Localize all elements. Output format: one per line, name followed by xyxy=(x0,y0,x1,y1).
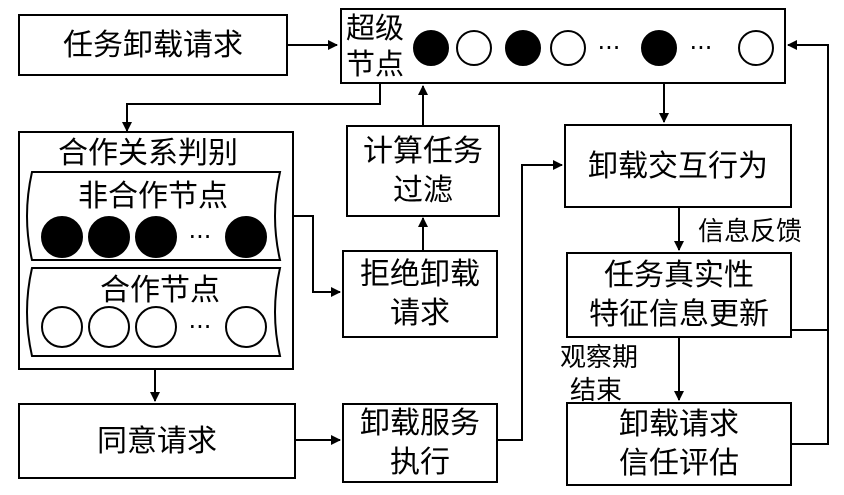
ellipsis: ··· xyxy=(690,34,713,62)
offload-request-box: 任务卸载请求 xyxy=(18,14,288,76)
observe-line1: 观察期 xyxy=(560,343,639,373)
ellipsis: ··· xyxy=(189,223,212,251)
eval-line1: 卸载请求 xyxy=(619,407,739,442)
super-node-label-line2: 节点 xyxy=(346,47,405,82)
edge-eval-to-supernode xyxy=(792,330,829,445)
super-node-label: 超级 节点 xyxy=(346,10,404,83)
observe-line2: 结束 xyxy=(570,375,623,406)
non-coop-sequence: ··· xyxy=(41,216,267,258)
node-empty xyxy=(41,306,83,348)
super-node-box: 超级 节点 ··· ··· xyxy=(340,8,786,84)
node-empty xyxy=(738,30,774,66)
edge-exec-to-interaction xyxy=(498,160,563,441)
node-empty xyxy=(135,306,177,348)
observe-label: 观察期 结束 xyxy=(560,342,638,407)
calc-filter-box: 计算任务 过滤 xyxy=(346,125,500,217)
feedback-label: 信息反馈 xyxy=(698,217,803,247)
ellipsis: ··· xyxy=(598,34,621,62)
node-filled xyxy=(225,216,267,258)
interaction-label: 卸载交互行为 xyxy=(588,148,768,184)
coop-sequence: ··· xyxy=(41,306,267,348)
node-filled xyxy=(413,30,449,66)
coop-label: 合作节点 xyxy=(100,273,220,308)
node-filled xyxy=(505,30,541,66)
update-line2: 特征信息更新 xyxy=(589,297,769,332)
agree-request-box: 同意请求 xyxy=(18,403,296,479)
super-node-label-line1: 超级 xyxy=(346,11,405,45)
non-coop-label: 非合作节点 xyxy=(78,179,228,214)
edge-supernode-to-judge xyxy=(122,84,381,132)
reject-line2: 请求 xyxy=(390,296,450,331)
reject-line1: 拒绝卸载 xyxy=(360,257,480,292)
node-filled xyxy=(641,30,677,66)
node-filled xyxy=(41,216,83,258)
agree-label: 同意请求 xyxy=(97,423,217,459)
node-filled xyxy=(135,216,177,258)
interaction-box: 卸载交互行为 xyxy=(564,124,792,208)
offload-request-label: 任务卸载请求 xyxy=(63,27,243,63)
ellipsis: ··· xyxy=(189,313,212,341)
node-empty xyxy=(88,306,130,348)
calc-filter-line2: 过滤 xyxy=(393,173,453,208)
node-empty xyxy=(456,30,492,66)
exec-line2: 执行 xyxy=(390,445,450,480)
coop-judge-label: 合作关系判别 xyxy=(58,136,238,171)
info-update-box: 任务真实性 特征信息更新 xyxy=(566,252,792,338)
super-node-sequence: ··· ··· xyxy=(413,30,774,66)
calc-filter-line1: 计算任务 xyxy=(363,134,483,169)
eval-line2: 信任评估 xyxy=(619,446,739,481)
node-empty xyxy=(225,306,267,348)
offload-exec-box: 卸载服务 执行 xyxy=(342,403,498,483)
reject-request-box: 拒绝卸载 请求 xyxy=(342,250,498,338)
edge-update-to-supernode xyxy=(787,40,829,331)
update-line1: 任务真实性 xyxy=(604,258,754,293)
node-filled xyxy=(88,216,130,258)
node-empty xyxy=(550,30,586,66)
exec-line1: 卸载服务 xyxy=(360,406,480,441)
trust-eval-box: 卸载请求 信任评估 xyxy=(566,402,792,486)
